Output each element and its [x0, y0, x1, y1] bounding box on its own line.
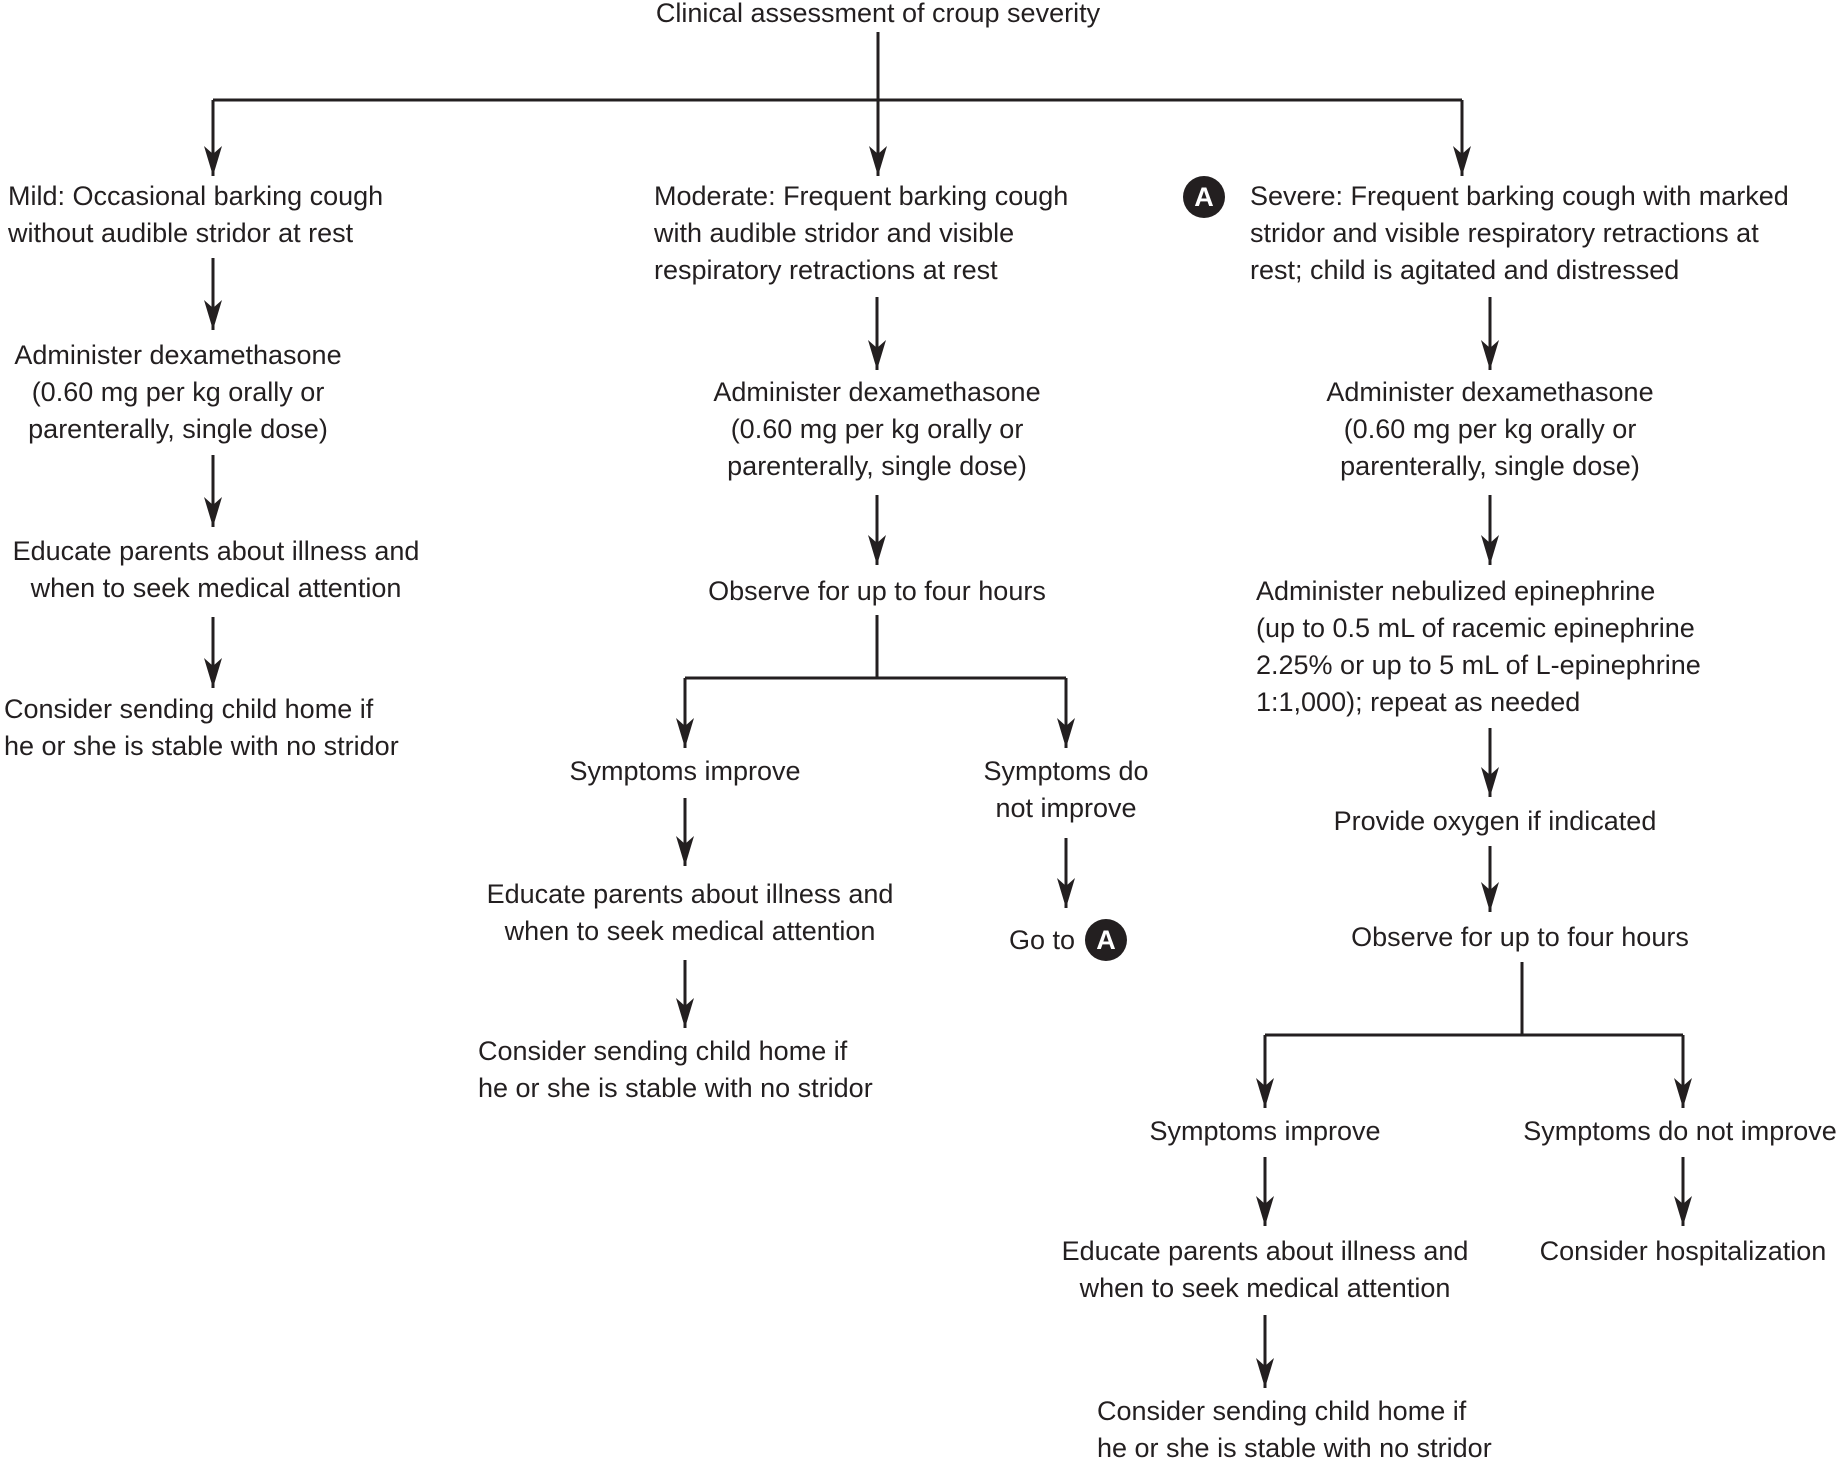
node-moderate-dexamethasone: Administer dexamethasone (0.60 mg per kg…	[713, 377, 1041, 481]
page-title: Clinical assessment of croup severity	[655, 0, 1101, 28]
node-mild-send-home: Consider sending child home if he or she…	[4, 694, 399, 761]
node-severe-educate: Educate parents about illness and when t…	[1061, 1236, 1469, 1303]
node-moderate-symptoms-improve: Symptoms improve	[569, 756, 801, 786]
node-moderate-symptoms-do-not-improve: Symptoms do not improve	[983, 756, 1149, 823]
node-mild-educate: Educate parents about illness and when t…	[12, 536, 420, 603]
node-moderate-observe: Observe for up to four hours	[708, 576, 1046, 606]
node-moderate-educate: Educate parents about illness and when t…	[486, 879, 894, 946]
node-mild: Mild: Occasional barking cough without a…	[8, 181, 384, 248]
node-severe-dexamethasone: Administer dexamethasone (0.60 mg per kg…	[1326, 377, 1654, 481]
node-severe-observe: Observe for up to four hours	[1351, 922, 1689, 952]
node-severe-symptoms-do-not-improve: Symptoms do not improve	[1523, 1116, 1837, 1146]
node-severe-oxygen: Provide oxygen if indicated	[1333, 806, 1657, 836]
node-severe-hospitalization: Consider hospitalization	[1539, 1236, 1827, 1266]
a-badge-severe: A	[1183, 176, 1225, 218]
node-mild-dexamethasone: Administer dexamethasone (0.60 mg per kg…	[14, 340, 342, 444]
node-severe-epinephrine: Administer nebulized epinephrine (up to …	[1256, 576, 1701, 717]
a-badge: A	[1085, 919, 1128, 961]
node-moderate-send-home: Consider sending child home if he or she…	[478, 1036, 873, 1103]
node-moderate: Moderate: Frequent barking cough with au…	[654, 181, 1069, 285]
node-goto-a: Go to A	[1009, 919, 1128, 961]
node-severe-send-home: Consider sending child home if he or she…	[1097, 1396, 1492, 1460]
node-severe: Severe: Frequent barking cough with mark…	[1250, 181, 1789, 285]
node-severe-symptoms-improve: Symptoms improve	[1149, 1116, 1381, 1146]
